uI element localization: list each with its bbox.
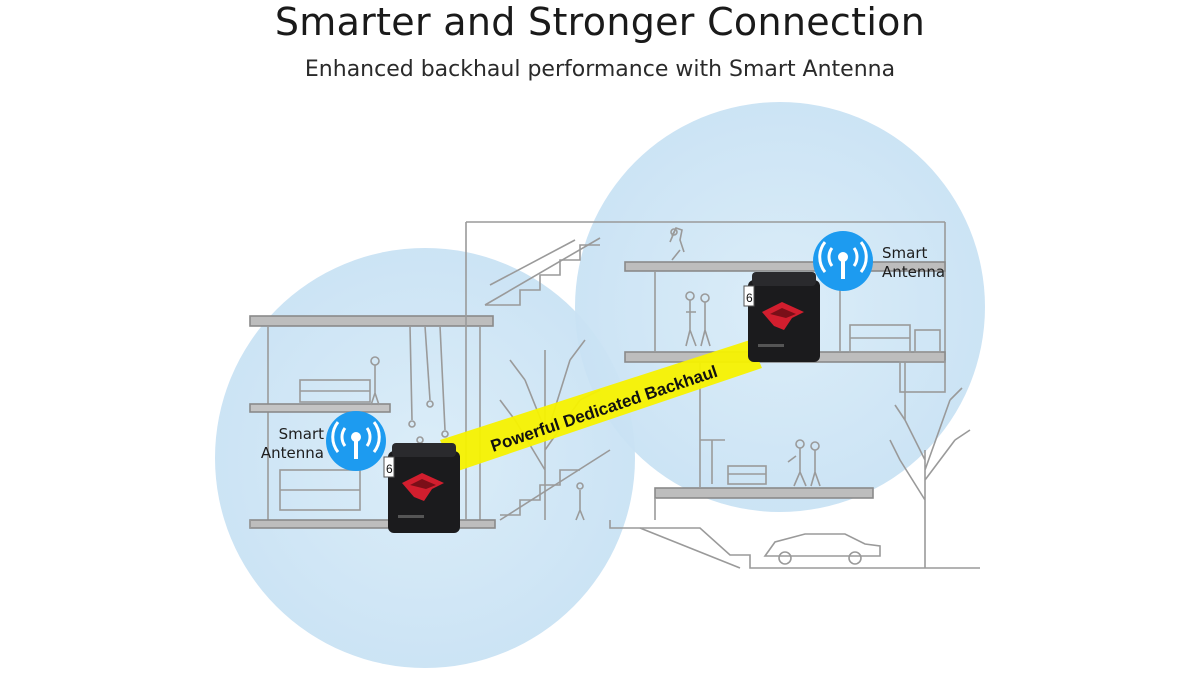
mesh-router-icon: 6 <box>383 443 460 533</box>
smart-antenna-label-right: Smart Antenna <box>882 244 972 282</box>
antenna-signal-icon <box>326 411 386 471</box>
page-title: Smarter and Stronger Connection <box>274 0 926 44</box>
smart-antenna-label-left: Smart Antenna <box>254 425 324 463</box>
svg-text:6: 6 <box>386 462 393 476</box>
svg-text:6: 6 <box>746 291 753 305</box>
mesh-router-icon: 6 <box>743 272 820 362</box>
antenna-label-line2: Antenna <box>882 263 946 281</box>
page-subtitle: Enhanced backhaul performance with Smart… <box>304 57 896 82</box>
antenna-label-line1: Smart <box>882 244 928 262</box>
antenna-label-line2: Antenna <box>260 444 324 462</box>
antenna-label-line1: Smart <box>278 425 324 443</box>
antenna-signal-icon <box>813 231 873 291</box>
